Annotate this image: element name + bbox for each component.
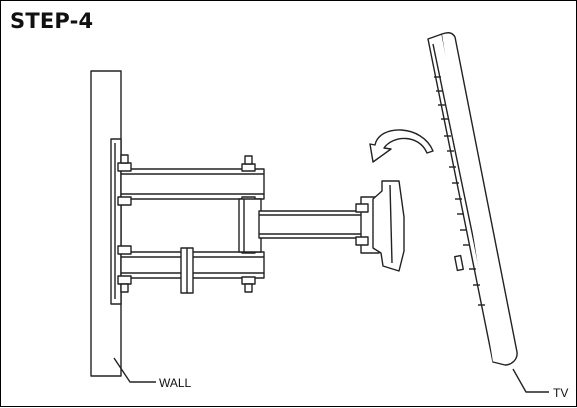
tv-leader-line (512, 368, 549, 393)
elbow-joint (238, 198, 262, 253)
rotation-arrow-icon (369, 129, 434, 163)
step-title: STEP-4 (10, 9, 94, 33)
tv-label: TV (553, 386, 568, 400)
wall-leader-line (113, 357, 156, 383)
tv (427, 32, 518, 366)
upper-arm (117, 154, 265, 206)
extension-arm (258, 210, 370, 239)
strap (180, 247, 194, 294)
wall-label: WALL (159, 376, 192, 390)
tilt-head (355, 180, 405, 272)
wall-plate (110, 138, 122, 305)
